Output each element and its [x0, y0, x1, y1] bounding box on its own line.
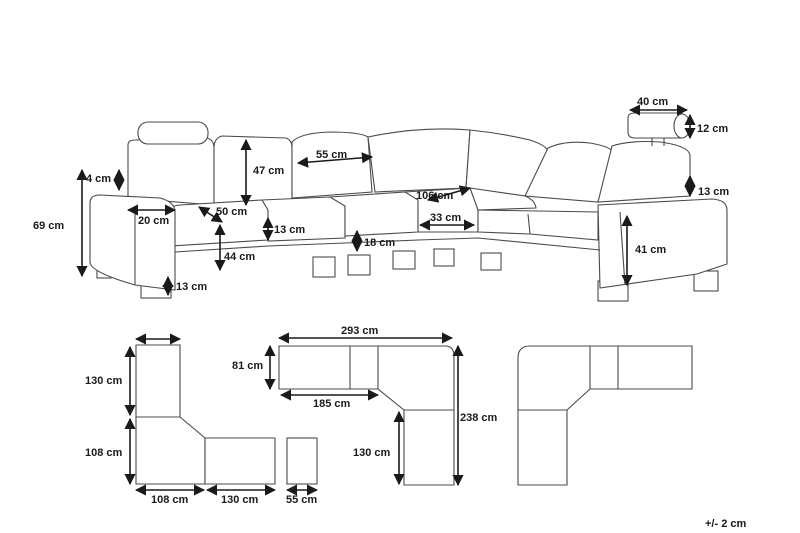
module-ottoman — [286, 437, 318, 485]
label-plan-ottoman-width: 55 cm — [286, 494, 317, 506]
label-corner-diagonal: 106 cm — [416, 190, 454, 202]
module-corner — [135, 416, 206, 485]
module-long-seat — [135, 344, 181, 418]
sofa-illustration — [89, 112, 728, 302]
label-seat-floor-gap: 18 cm — [364, 237, 395, 249]
label-headrest-width: 40 cm — [637, 96, 668, 108]
label-overall-length: 238 cm — [460, 412, 498, 424]
label-overall-inner-width: 185 cm — [313, 398, 351, 410]
label-overall-width: 293 cm — [341, 325, 379, 337]
label-plan-corner-width: 108 cm — [151, 494, 189, 506]
label-back-height: 47 cm — [253, 165, 284, 177]
label-headrest-height: 12 cm — [697, 123, 728, 135]
tolerance-note: +/- 2 cm — [705, 518, 746, 530]
label-armrest-width: 20 cm — [138, 215, 169, 227]
label-cushion-height: 13 cm — [274, 224, 305, 236]
module-middle — [204, 437, 276, 485]
label-corner-seat: 33 cm — [430, 212, 461, 224]
label-seat-depth: 50 cm — [216, 206, 247, 218]
top-dimension-arrows — [76, 104, 696, 297]
label-plan-corner-height: 108 cm — [85, 447, 123, 459]
label-plan-top-height: 130 cm — [85, 375, 123, 387]
label-overall-height: 69 cm — [33, 220, 64, 232]
label-seat-height: 44 cm — [224, 251, 255, 263]
plan-view-modules: 130 cm 108 cm 108 cm 130 cm 55 cm — [85, 333, 319, 506]
seat-cushions — [167, 187, 599, 247]
plan-view-overall: 293 cm 81 cm 185 cm 238 cm 130 cm — [232, 325, 498, 487]
label-overall-inner-length: 130 cm — [353, 447, 391, 459]
label-plan-middle-width: 130 cm — [221, 494, 259, 506]
label-right-arm-height: 41 cm — [635, 244, 666, 256]
label-right-arm-width: 13 cm — [698, 186, 729, 198]
label-headrest-clearance: 4 cm — [86, 173, 111, 185]
label-back-width: 55 cm — [316, 149, 347, 161]
top-dimension-labels: 40 cm 12 cm 55 cm 47 cm 4 cm 69 cm 20 cm… — [33, 96, 729, 293]
label-leg-height: 13 cm — [176, 281, 207, 293]
label-overall-depth: 81 cm — [232, 360, 263, 372]
plan-view-mirrored — [517, 345, 693, 486]
